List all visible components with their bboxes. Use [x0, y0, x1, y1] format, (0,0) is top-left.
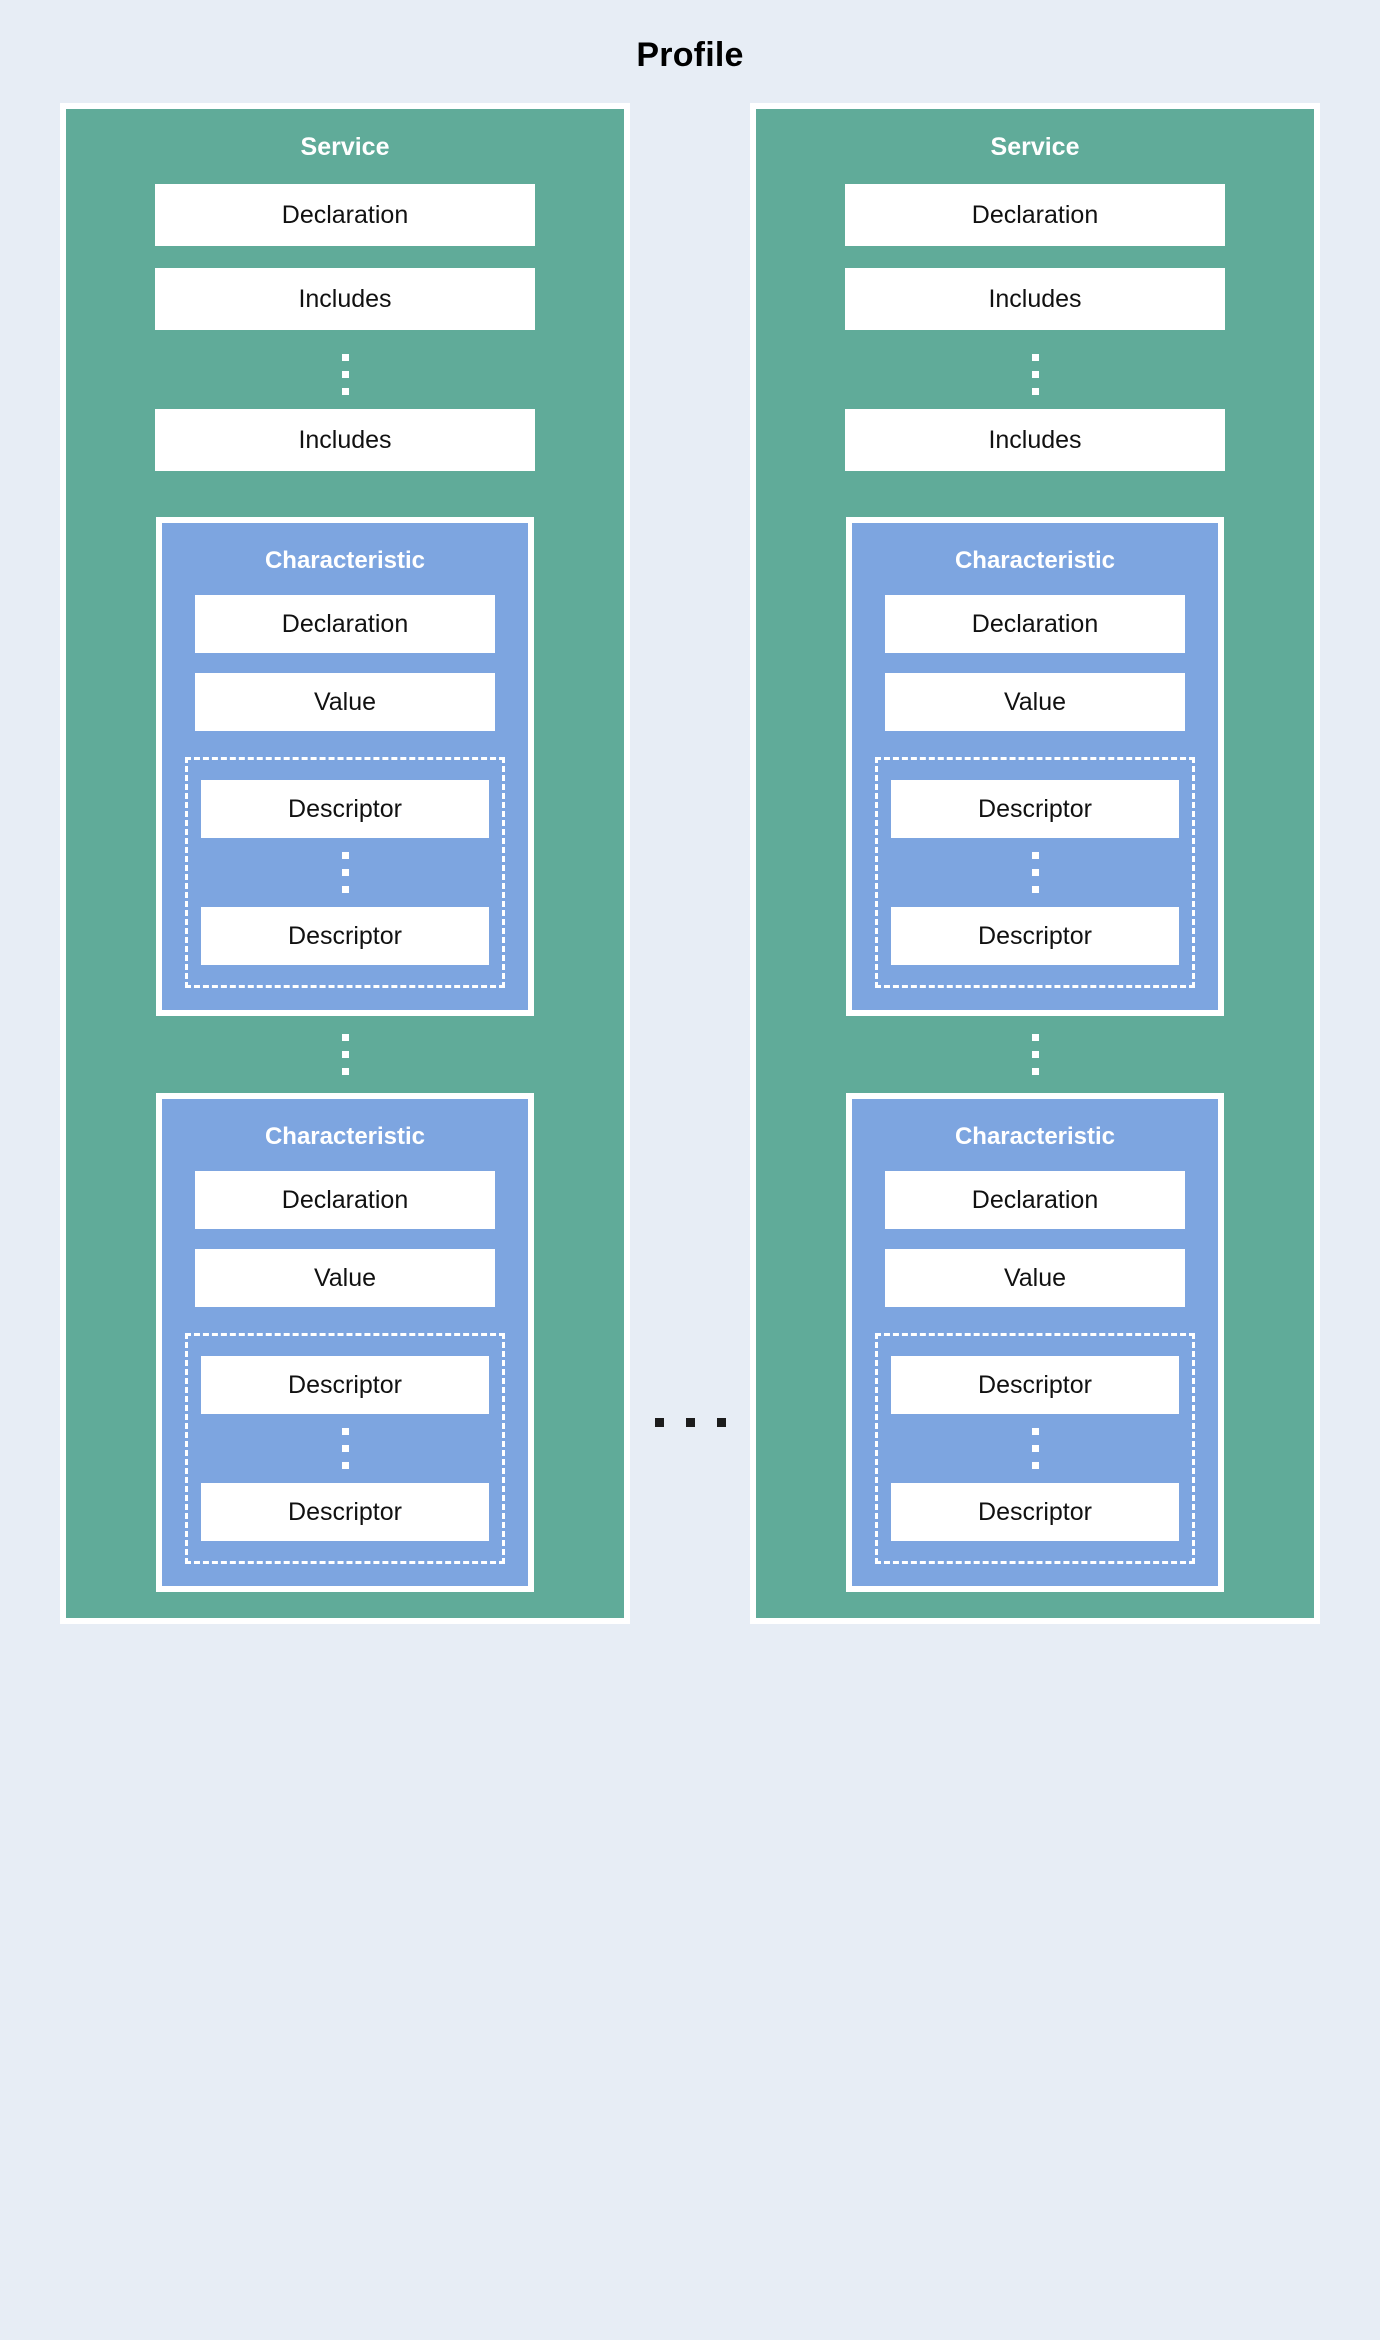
characteristic-block: Characteristic Declaration Value Descrip… — [156, 517, 534, 1016]
page-title: Profile — [636, 36, 744, 74]
ellipsis-dot — [1031, 1034, 1039, 1041]
descriptor-repeat-ellipsis — [1031, 1428, 1039, 1469]
descriptor-repeat-ellipsis — [341, 852, 349, 893]
characteristic-title: Characteristic — [264, 547, 426, 574]
ellipsis-dot — [341, 354, 349, 361]
descriptor-box-last: Descriptor — [891, 907, 1179, 965]
characteristic-block: Characteristic Declaration Value Descrip… — [156, 1093, 534, 1592]
ellipsis-dot — [341, 1068, 349, 1075]
characteristic-block: Characteristic Declaration Value Descrip… — [846, 517, 1224, 1016]
ellipsis-dot — [341, 1428, 349, 1435]
ellipsis-dot — [341, 388, 349, 395]
ellipsis-dot — [1031, 1051, 1039, 1058]
descriptor-group: Descriptor Descriptor — [875, 1333, 1195, 1564]
ellipsis-dot — [1031, 852, 1039, 859]
ellipsis-dot — [341, 371, 349, 378]
ellipsis-dot — [1031, 869, 1039, 876]
service-includes-box-first: Includes — [845, 268, 1225, 330]
ellipsis-dot — [1031, 886, 1039, 893]
service-title: Service — [990, 133, 1080, 161]
characteristic-repeat-ellipsis — [341, 1034, 349, 1075]
characteristic-declaration-box: Declaration — [195, 1171, 495, 1229]
ellipsis-dot — [341, 1462, 349, 1469]
service-includes-box-last: Includes — [155, 409, 535, 471]
service-title: Service — [300, 133, 390, 161]
ellipsis-dot — [1031, 1445, 1039, 1452]
descriptor-group: Descriptor Descriptor — [185, 757, 505, 988]
characteristic-repeat-ellipsis — [1031, 1034, 1039, 1075]
descriptor-group: Descriptor Descriptor — [185, 1333, 505, 1564]
characteristic-declaration-box: Declaration — [195, 595, 495, 653]
characteristic-title: Characteristic — [954, 547, 1116, 574]
services-row: Service Declaration Includes Includes Ch… — [0, 75, 1380, 1664]
ellipsis-dot — [341, 1445, 349, 1452]
characteristic-title: Characteristic — [264, 1123, 426, 1150]
descriptor-box-last: Descriptor — [201, 1483, 489, 1541]
service-block-2: Service Declaration Includes Includes Ch… — [750, 103, 1320, 1624]
ellipsis-dot — [341, 869, 349, 876]
ellipsis-dot — [1031, 1068, 1039, 1075]
characteristic-value-box: Value — [885, 673, 1185, 731]
descriptor-box-last: Descriptor — [201, 907, 489, 965]
ellipsis-dot — [341, 1034, 349, 1041]
ellipsis-dot — [1031, 354, 1039, 361]
ellipsis-dot — [1031, 371, 1039, 378]
service-declaration-box: Declaration — [845, 184, 1225, 246]
includes-repeat-ellipsis — [1031, 354, 1039, 395]
descriptor-box-first: Descriptor — [201, 1356, 489, 1414]
ellipsis-dot — [1031, 388, 1039, 395]
characteristic-declaration-box: Declaration — [885, 1171, 1185, 1229]
descriptor-repeat-ellipsis — [341, 1428, 349, 1469]
includes-repeat-ellipsis — [341, 354, 349, 395]
service-includes-box-first: Includes — [155, 268, 535, 330]
service-declaration-box: Declaration — [155, 184, 535, 246]
descriptor-box-first: Descriptor — [891, 1356, 1179, 1414]
characteristic-value-box: Value — [195, 673, 495, 731]
descriptor-group: Descriptor Descriptor — [875, 757, 1195, 988]
characteristic-declaration-box: Declaration — [885, 595, 1185, 653]
ellipsis-dot — [341, 852, 349, 859]
descriptor-box-first: Descriptor — [201, 780, 489, 838]
service-includes-box-last: Includes — [845, 409, 1225, 471]
descriptor-box-first: Descriptor — [891, 780, 1179, 838]
ellipsis-dot — [1031, 1428, 1039, 1435]
service-block-1: Service Declaration Includes Includes Ch… — [60, 103, 630, 1624]
characteristic-block: Characteristic Declaration Value Descrip… — [846, 1093, 1224, 1592]
characteristic-title: Characteristic — [954, 1123, 1116, 1150]
descriptor-box-last: Descriptor — [891, 1483, 1179, 1541]
characteristic-value-box: Value — [195, 1249, 495, 1307]
ellipsis-dot — [1031, 1462, 1039, 1469]
descriptor-repeat-ellipsis — [1031, 852, 1039, 893]
ellipsis-dot — [341, 886, 349, 893]
characteristic-value-box: Value — [885, 1249, 1185, 1307]
ellipsis-dot — [341, 1051, 349, 1058]
